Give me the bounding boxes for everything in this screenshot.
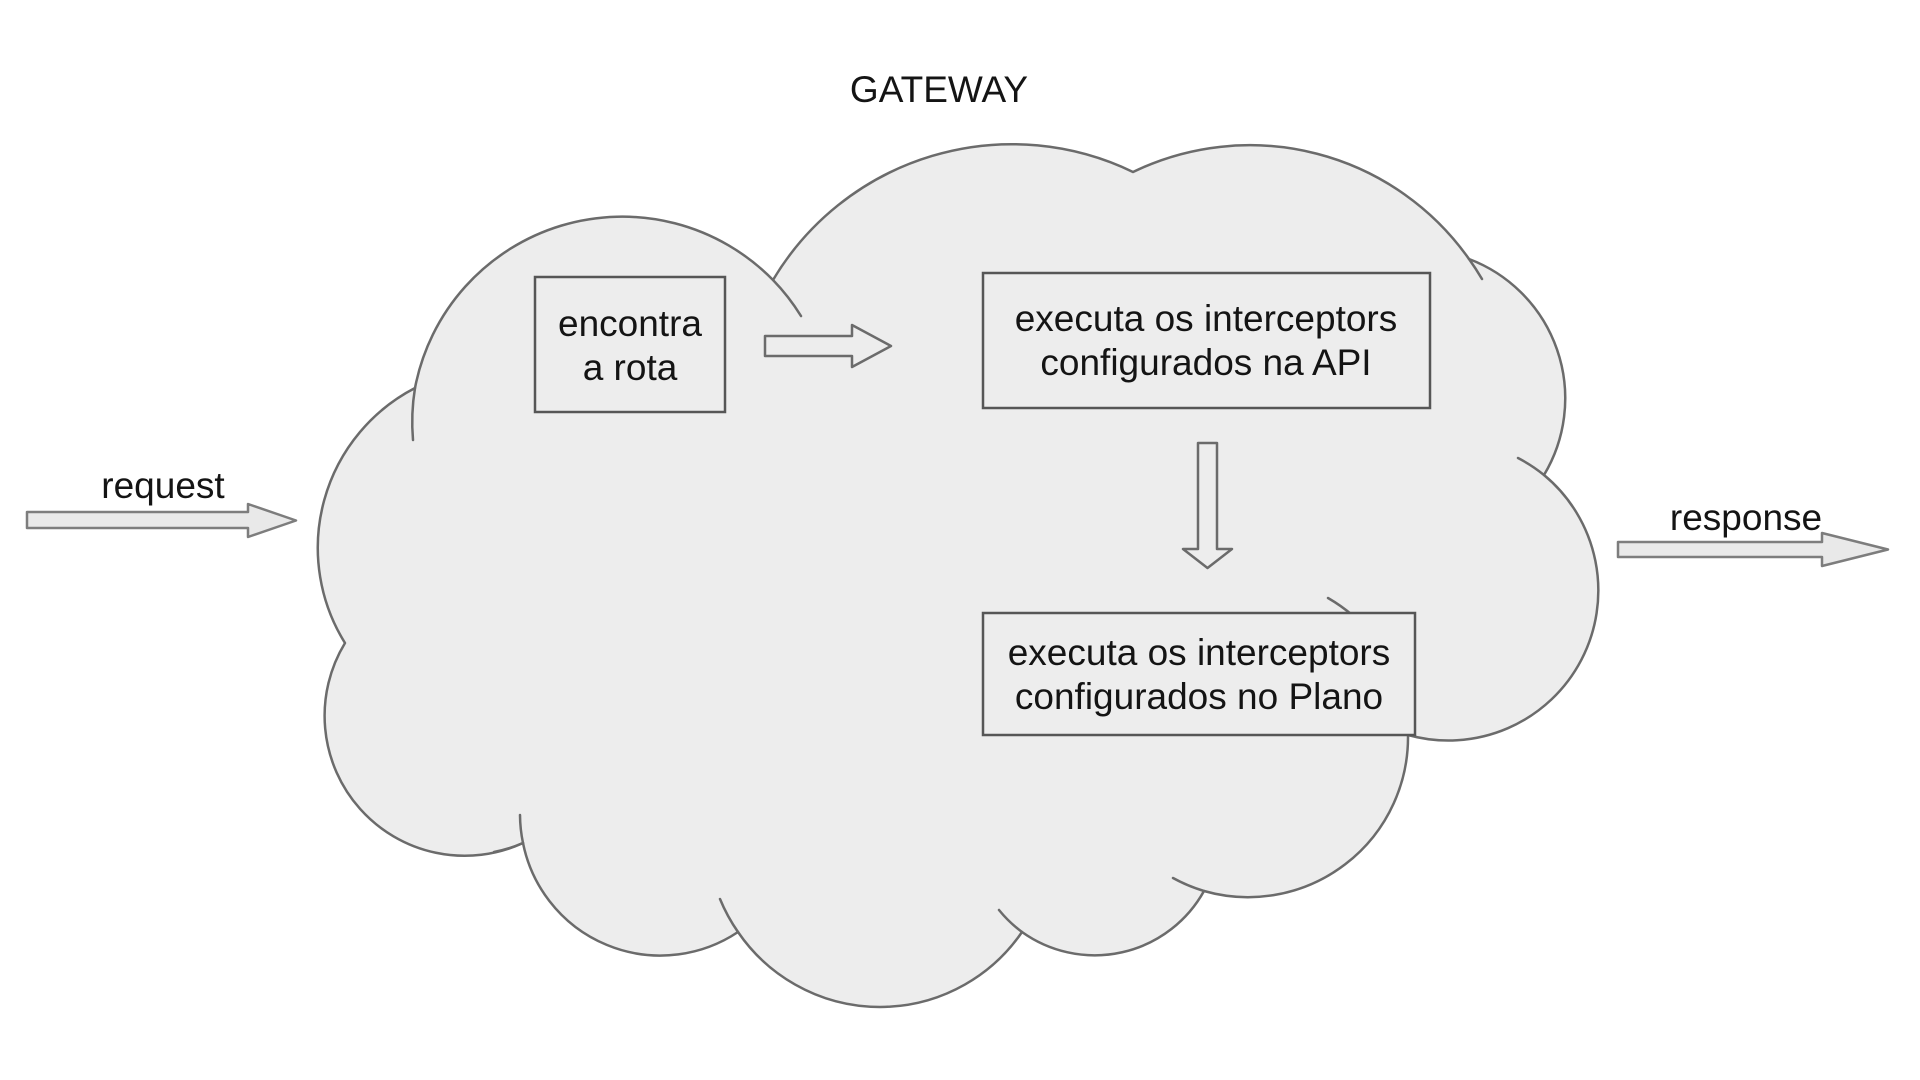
flow-arrow-down-icon (1181, 441, 1234, 570)
node-api-interceptors-box (981, 271, 1432, 410)
response-arrow-icon (1616, 531, 1890, 568)
request-label: request (101, 465, 225, 506)
node-api-interceptors-line2: configurados na API (1040, 342, 1371, 383)
node-plan-interceptors-line2: configurados no Plano (1015, 676, 1383, 717)
request-arrow-icon (25, 502, 298, 539)
response-label: response (1670, 497, 1822, 538)
node-find-route-line2: a rota (583, 347, 678, 388)
diagram-title: GATEWAY (850, 69, 1028, 110)
node-find-route-box (533, 275, 727, 414)
node-find-route: encontra a rota (533, 275, 727, 414)
node-plan-interceptors: executa os interceptors configurados no … (981, 611, 1417, 737)
node-plan-interceptors-box (981, 611, 1417, 737)
flow-arrow-right-icon (763, 323, 893, 369)
node-api-interceptors-line1: executa os interceptors (1015, 298, 1398, 339)
node-plan-interceptors-line1: executa os interceptors (1008, 632, 1391, 673)
node-api-interceptors: executa os interceptors configurados na … (981, 271, 1432, 410)
node-find-route-line1: encontra (558, 303, 702, 344)
